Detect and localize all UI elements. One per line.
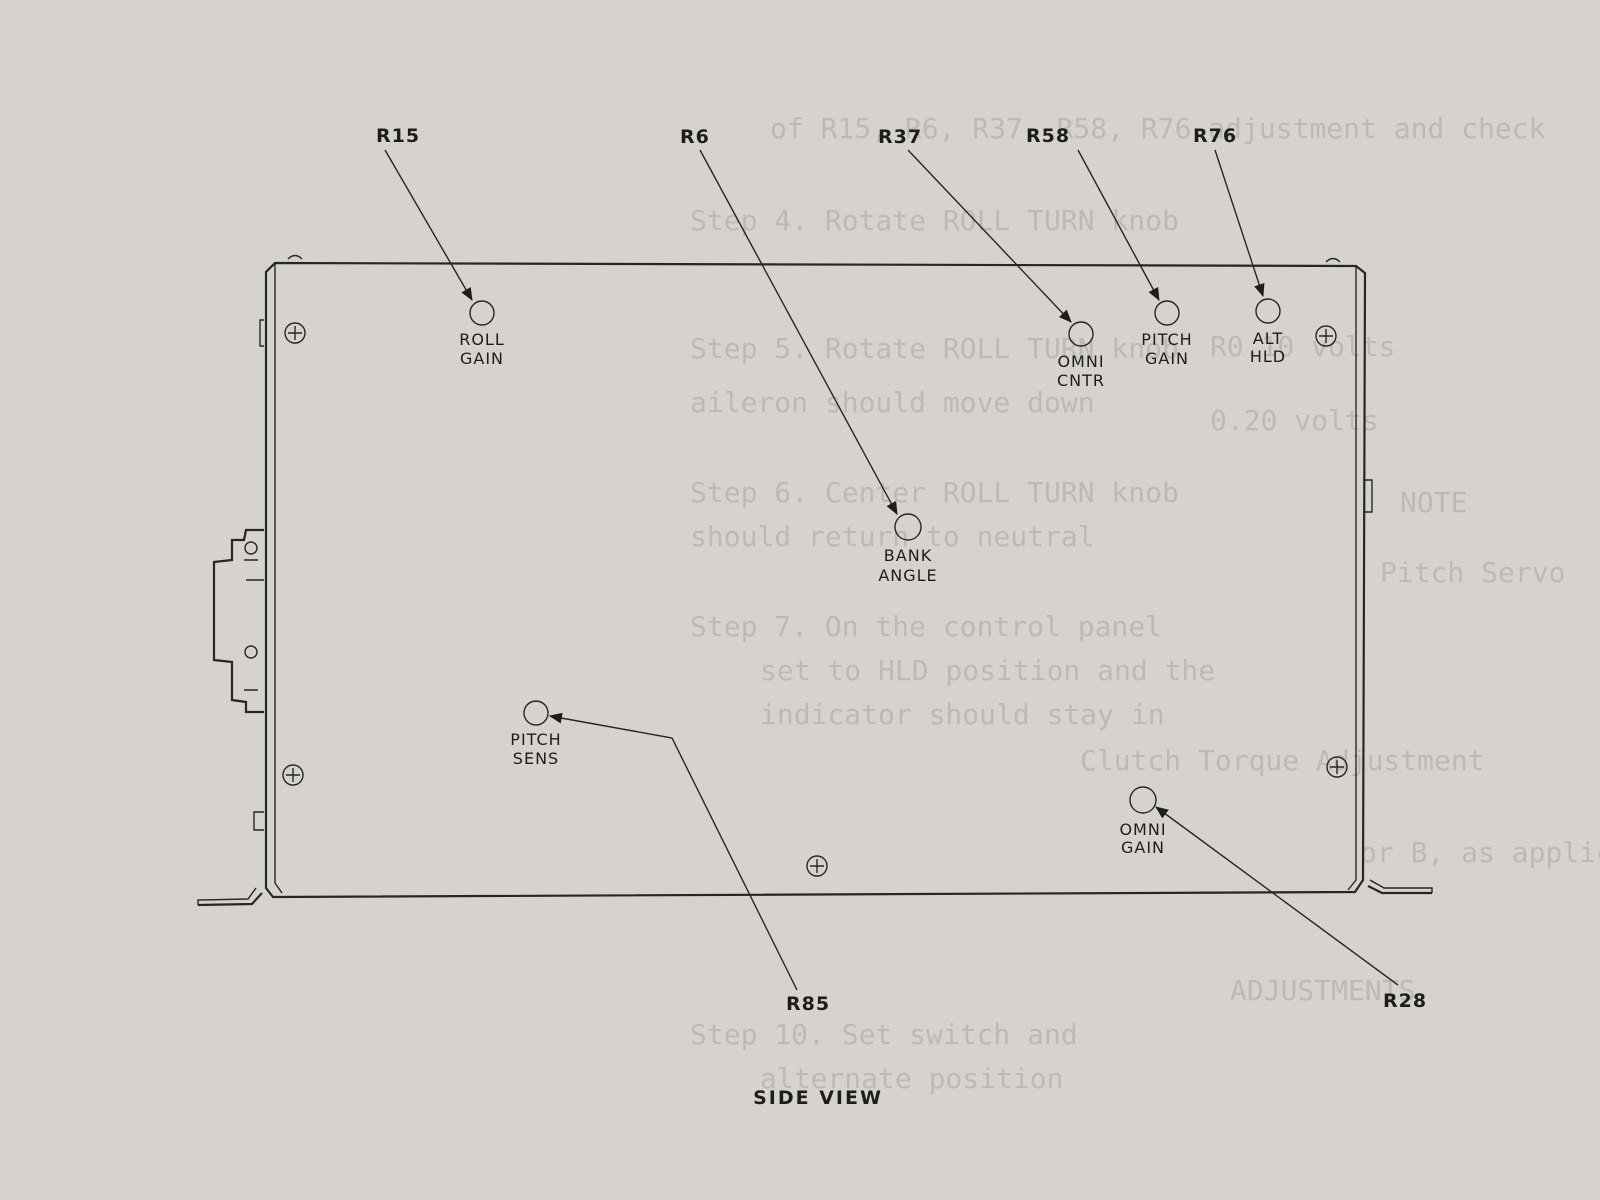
adjustment-omni-gain: OMNI GAIN R28 xyxy=(1119,786,1427,1012)
chassis-outline xyxy=(197,254,1433,907)
potentiometer-icon xyxy=(894,513,922,541)
ref-label: R37 xyxy=(878,126,922,148)
adjustment-bank-angle: R6 BANK ANGLE xyxy=(680,126,937,585)
screw-icon xyxy=(806,855,828,877)
ref-label: R28 xyxy=(1383,990,1427,1012)
ref-label: R85 xyxy=(786,993,830,1015)
control-label: PITCH xyxy=(1141,330,1192,349)
diagram-caption: SIDE VIEW xyxy=(753,1087,883,1109)
bleed-line: aileron should move down xyxy=(690,386,1095,419)
adjustment-omni-cntr: R37 OMNI CNTR xyxy=(878,126,1105,390)
bleed-line: alternate position xyxy=(760,1062,1063,1095)
bleed-line: indicator should stay in xyxy=(760,698,1165,731)
bleed-line: 0.20 volts xyxy=(1210,404,1379,437)
control-label: CNTR xyxy=(1057,371,1105,390)
control-label: OMNI xyxy=(1057,352,1104,371)
bleed-line: Pitch Servo xyxy=(1380,556,1565,589)
bleed-line: NOTE xyxy=(1400,486,1467,519)
bleed-line: ADJUSTMENTS xyxy=(1230,974,1415,1007)
potentiometer-icon xyxy=(523,700,549,726)
bleed-line: should return to neutral xyxy=(690,520,1095,553)
ref-label: R76 xyxy=(1193,125,1237,147)
bleed-line: or B, as applicable xyxy=(1360,836,1600,869)
bleed-line: Step 7. On the control panel xyxy=(690,610,1162,643)
control-label: BANK xyxy=(884,546,932,565)
bleed-line: Step 4. Rotate ROLL TURN knob xyxy=(690,204,1179,237)
control-label: HLD xyxy=(1250,347,1286,366)
control-label: GAIN xyxy=(1121,838,1165,857)
adjustment-roll-gain: R15 ROLL GAIN xyxy=(376,125,505,368)
control-label: SENS xyxy=(513,749,559,768)
mounting-screws xyxy=(282,322,1348,877)
control-label: GAIN xyxy=(460,349,504,368)
bleed-through-text: of R15, R6, R37, R58, R76 adjustment and… xyxy=(690,112,1600,1095)
screw-icon xyxy=(1315,325,1337,347)
potentiometer-icon xyxy=(1154,300,1180,326)
control-label: ANGLE xyxy=(878,566,937,585)
adjustment-pitch-gain: R58 PITCH GAIN xyxy=(1026,125,1192,368)
control-label: PITCH xyxy=(510,730,561,749)
screw-icon xyxy=(1326,756,1348,778)
screw-icon xyxy=(282,764,304,786)
potentiometer-icon xyxy=(469,300,495,326)
bleed-line: Step 6. Center ROLL TURN knob xyxy=(690,476,1179,509)
control-label: ALT xyxy=(1253,329,1283,348)
bleed-line: R0.10 volts xyxy=(1210,330,1395,363)
bleed-line: of R15, R6, R37, R58, R76 adjustment and… xyxy=(770,112,1546,145)
ref-label: R6 xyxy=(680,126,710,148)
control-label: OMNI xyxy=(1119,820,1166,839)
potentiometer-icon xyxy=(1255,298,1281,324)
bleed-line: Step 10. Set switch and xyxy=(690,1018,1078,1051)
control-label: GAIN xyxy=(1145,349,1189,368)
bleed-line: Step 5. Rotate ROLL TURN knob xyxy=(690,332,1179,365)
adjustment-pitch-sens: PITCH SENS R85 xyxy=(510,700,830,1015)
ref-label: R58 xyxy=(1026,125,1070,147)
bleed-line: Clutch Torque Adjustment xyxy=(1080,744,1485,777)
control-label: ROLL xyxy=(459,330,505,349)
bleed-line: set to HLD position and the xyxy=(760,654,1215,687)
potentiometer-icon xyxy=(1068,321,1094,347)
adjustment-alt-hld: R76 ALT HLD xyxy=(1193,125,1286,366)
potentiometer-icon xyxy=(1129,786,1157,814)
ref-label: R15 xyxy=(376,125,420,147)
screw-icon xyxy=(284,322,306,344)
